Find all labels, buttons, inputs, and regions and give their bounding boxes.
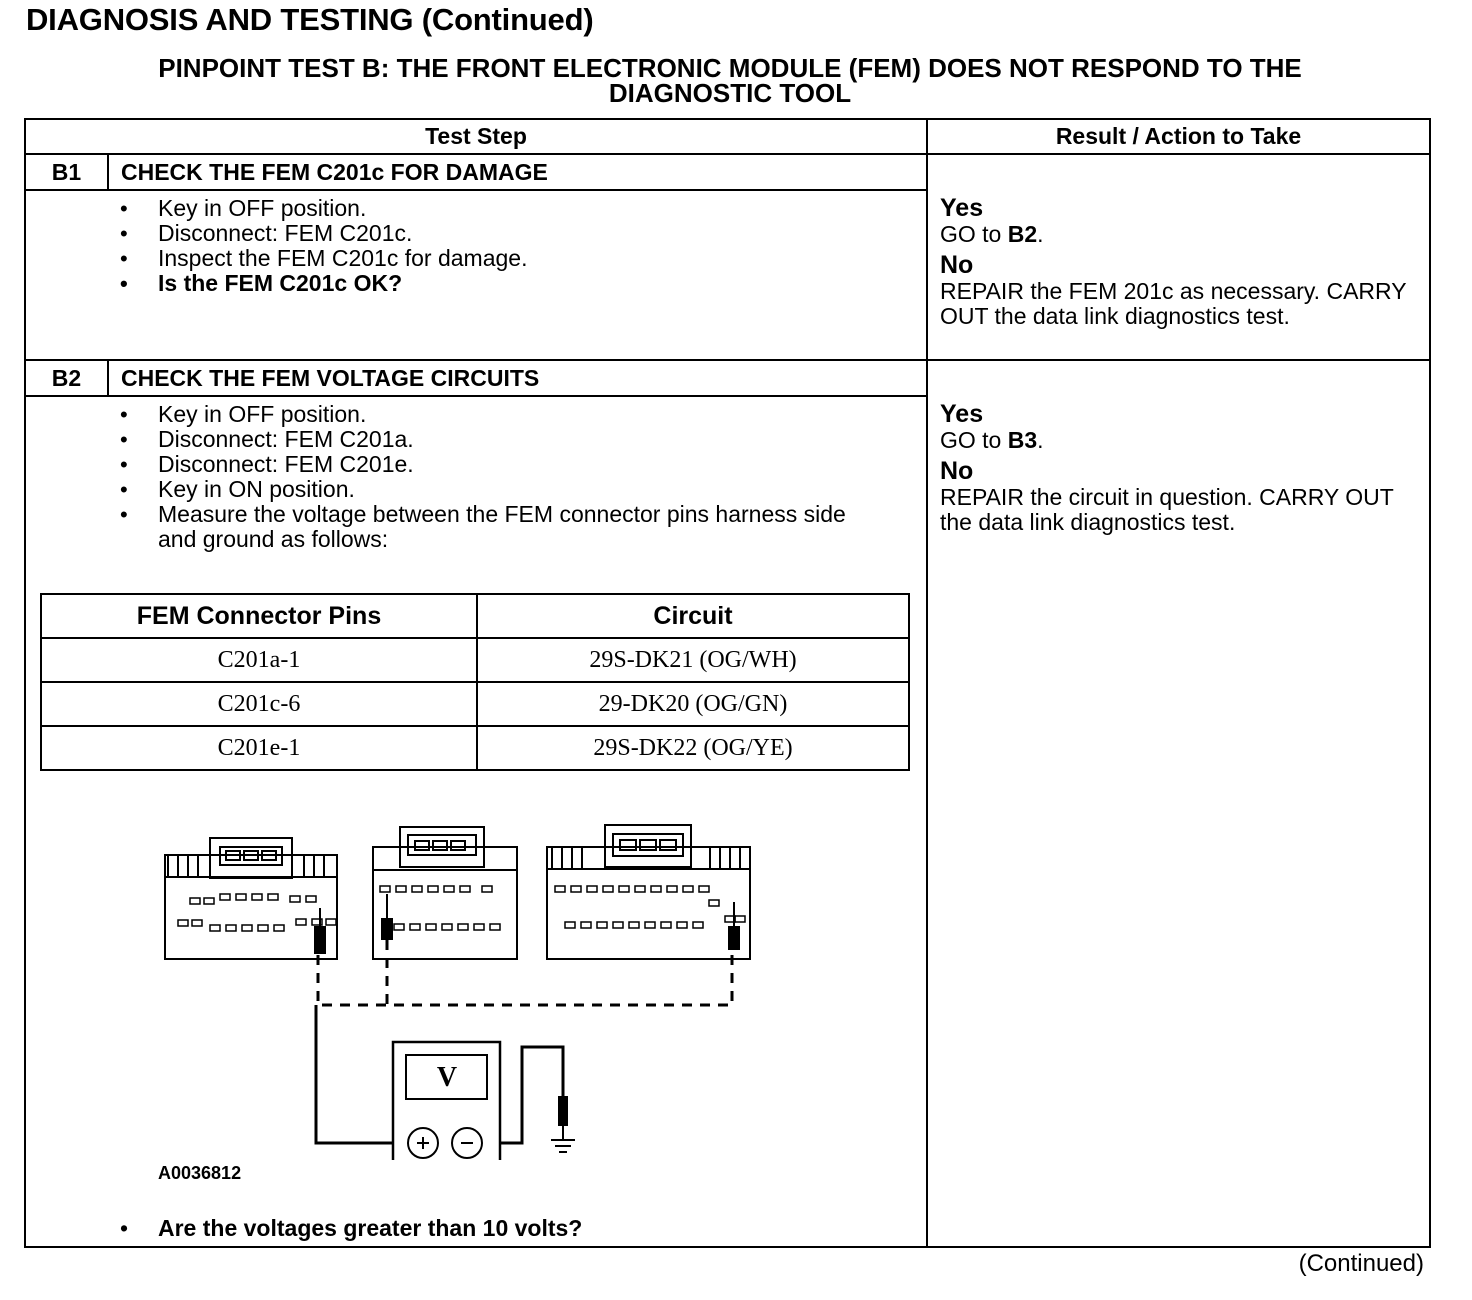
b2-step-3: Disconnect: FEM C201e. bbox=[120, 452, 890, 478]
b1-step-2: Disconnect: FEM C201c. bbox=[120, 221, 910, 247]
b1-yes-target: B2 bbox=[1007, 221, 1038, 247]
b2-step-1: Key in OFF position. bbox=[120, 402, 890, 428]
b1-yes-label: Yes bbox=[940, 194, 984, 222]
subtitle-line-2: DIAGNOSTIC TOOL bbox=[608, 78, 852, 108]
pinpoint-test-title: PINPOINT TEST B: THE FRONT ELECTRONIC MO… bbox=[40, 53, 1420, 108]
ground-icon bbox=[551, 1096, 575, 1153]
b2-no-label: No bbox=[940, 457, 974, 485]
b2-step-list: Key in OFF position. Disconnect: FEM C20… bbox=[120, 402, 890, 552]
step-title-b1: CHECK THE FEM C201c FOR DAMAGE bbox=[121, 159, 548, 185]
column-divider bbox=[926, 118, 928, 1248]
step-title-b2: CHECK THE FEM VOLTAGE CIRCUITS bbox=[121, 365, 540, 391]
b1-yes-suffix: . bbox=[1037, 221, 1044, 247]
connector-pin-table: FEM Connector Pins Circuit C201a-1 29S-D… bbox=[40, 593, 910, 771]
table-row: C201e-1 29S-DK22 (OG/YE) bbox=[40, 725, 910, 771]
b2-yes-target: B3 bbox=[1007, 427, 1038, 453]
b1-no-label: No bbox=[940, 251, 974, 279]
connector-c201c-icon bbox=[372, 826, 518, 960]
subtitle-line-1: PINPOINT TEST B: THE FRONT ELECTRONIC MO… bbox=[158, 53, 1302, 83]
b1-question: Is the FEM C201c OK? bbox=[120, 271, 910, 297]
table-row: C201c-6 29-DK20 (OG/GN) bbox=[40, 681, 910, 727]
step-id-b2: B2 bbox=[51, 365, 82, 391]
b1-b2-divider bbox=[24, 359, 1431, 361]
b2-step-5: Measure the voltage between the FEM conn… bbox=[120, 502, 890, 552]
pin-table-header-row: FEM Connector Pins Circuit bbox=[40, 593, 910, 639]
connector-c201e-icon bbox=[546, 824, 751, 960]
table-row: C201a-1 29S-DK21 (OG/WH) bbox=[40, 637, 910, 683]
b2-question-text: Are the voltages greater than 10 volts? bbox=[158, 1215, 583, 1241]
b2-step-2: Disconnect: FEM C201a. bbox=[120, 427, 890, 453]
pin-cell: C201c-6 bbox=[40, 681, 478, 727]
b2-yes-label: Yes bbox=[940, 400, 984, 428]
b1-result: Yes GO to B2. No REPAIR the FEM 201c as … bbox=[940, 194, 1410, 329]
circuit-cell: 29S-DK21 (OG/WH) bbox=[476, 637, 910, 683]
b2-id-divider bbox=[107, 359, 109, 396]
step-id-b1: B1 bbox=[51, 159, 82, 185]
b2-yes-prefix: GO to bbox=[940, 427, 1008, 453]
header-divider bbox=[24, 153, 1431, 155]
pin-cell: C201a-1 bbox=[40, 637, 478, 683]
b1-no-action: REPAIR the FEM 201c as necessary. CARRY … bbox=[940, 278, 1407, 329]
pin-table-header-pins: FEM Connector Pins bbox=[40, 593, 478, 639]
pin-table-header-circuit: Circuit bbox=[476, 593, 910, 639]
b1-step-3: Inspect the FEM C201c for damage. bbox=[120, 246, 910, 272]
pin-cell: C201e-1 bbox=[40, 725, 478, 771]
b1-id-divider bbox=[107, 153, 109, 190]
b2-result: Yes GO to B3. No REPAIR the circuit in q… bbox=[940, 400, 1410, 535]
test-lead-dashed bbox=[316, 940, 734, 1007]
circuit-cell: 29-DK20 (OG/GN) bbox=[476, 681, 910, 727]
b2-title-divider bbox=[24, 395, 927, 397]
connector-c201a-icon bbox=[164, 837, 338, 960]
meter-label: V bbox=[437, 1062, 457, 1093]
page-title: DIAGNOSIS AND TESTING (Continued) bbox=[26, 2, 594, 37]
b2-yes-suffix: . bbox=[1037, 427, 1044, 453]
circuit-cell: 29S-DK22 (OG/YE) bbox=[476, 725, 910, 771]
b2-question: • Are the voltages greater than 10 volts? bbox=[120, 1215, 582, 1242]
figure-id: A0036812 bbox=[158, 1163, 242, 1183]
voltmeter-icon: V bbox=[391, 1040, 502, 1160]
voltmeter-connector-diagram: V bbox=[164, 824, 751, 1160]
bullet: • bbox=[120, 1215, 129, 1241]
b1-yes-action: GO to B2. bbox=[940, 222, 1410, 247]
pinpoint-table bbox=[24, 118, 1431, 1248]
continued-label: (Continued) bbox=[1298, 1250, 1424, 1277]
b1-title-divider bbox=[24, 189, 927, 191]
probe-icon bbox=[314, 894, 740, 954]
b1-step-list: Key in OFF position. Disconnect: FEM C20… bbox=[120, 196, 910, 297]
b2-no-action: REPAIR the circuit in question. CARRY OU… bbox=[940, 484, 1394, 535]
header-result-action: Result / Action to Take bbox=[1055, 123, 1302, 149]
b2-step-4: Key in ON position. bbox=[120, 477, 890, 503]
b2-yes-action: GO to B3. bbox=[940, 428, 1410, 453]
b1-step-1: Key in OFF position. bbox=[120, 196, 910, 222]
b1-yes-prefix: GO to bbox=[940, 221, 1008, 247]
header-test-step: Test Step bbox=[425, 123, 527, 149]
